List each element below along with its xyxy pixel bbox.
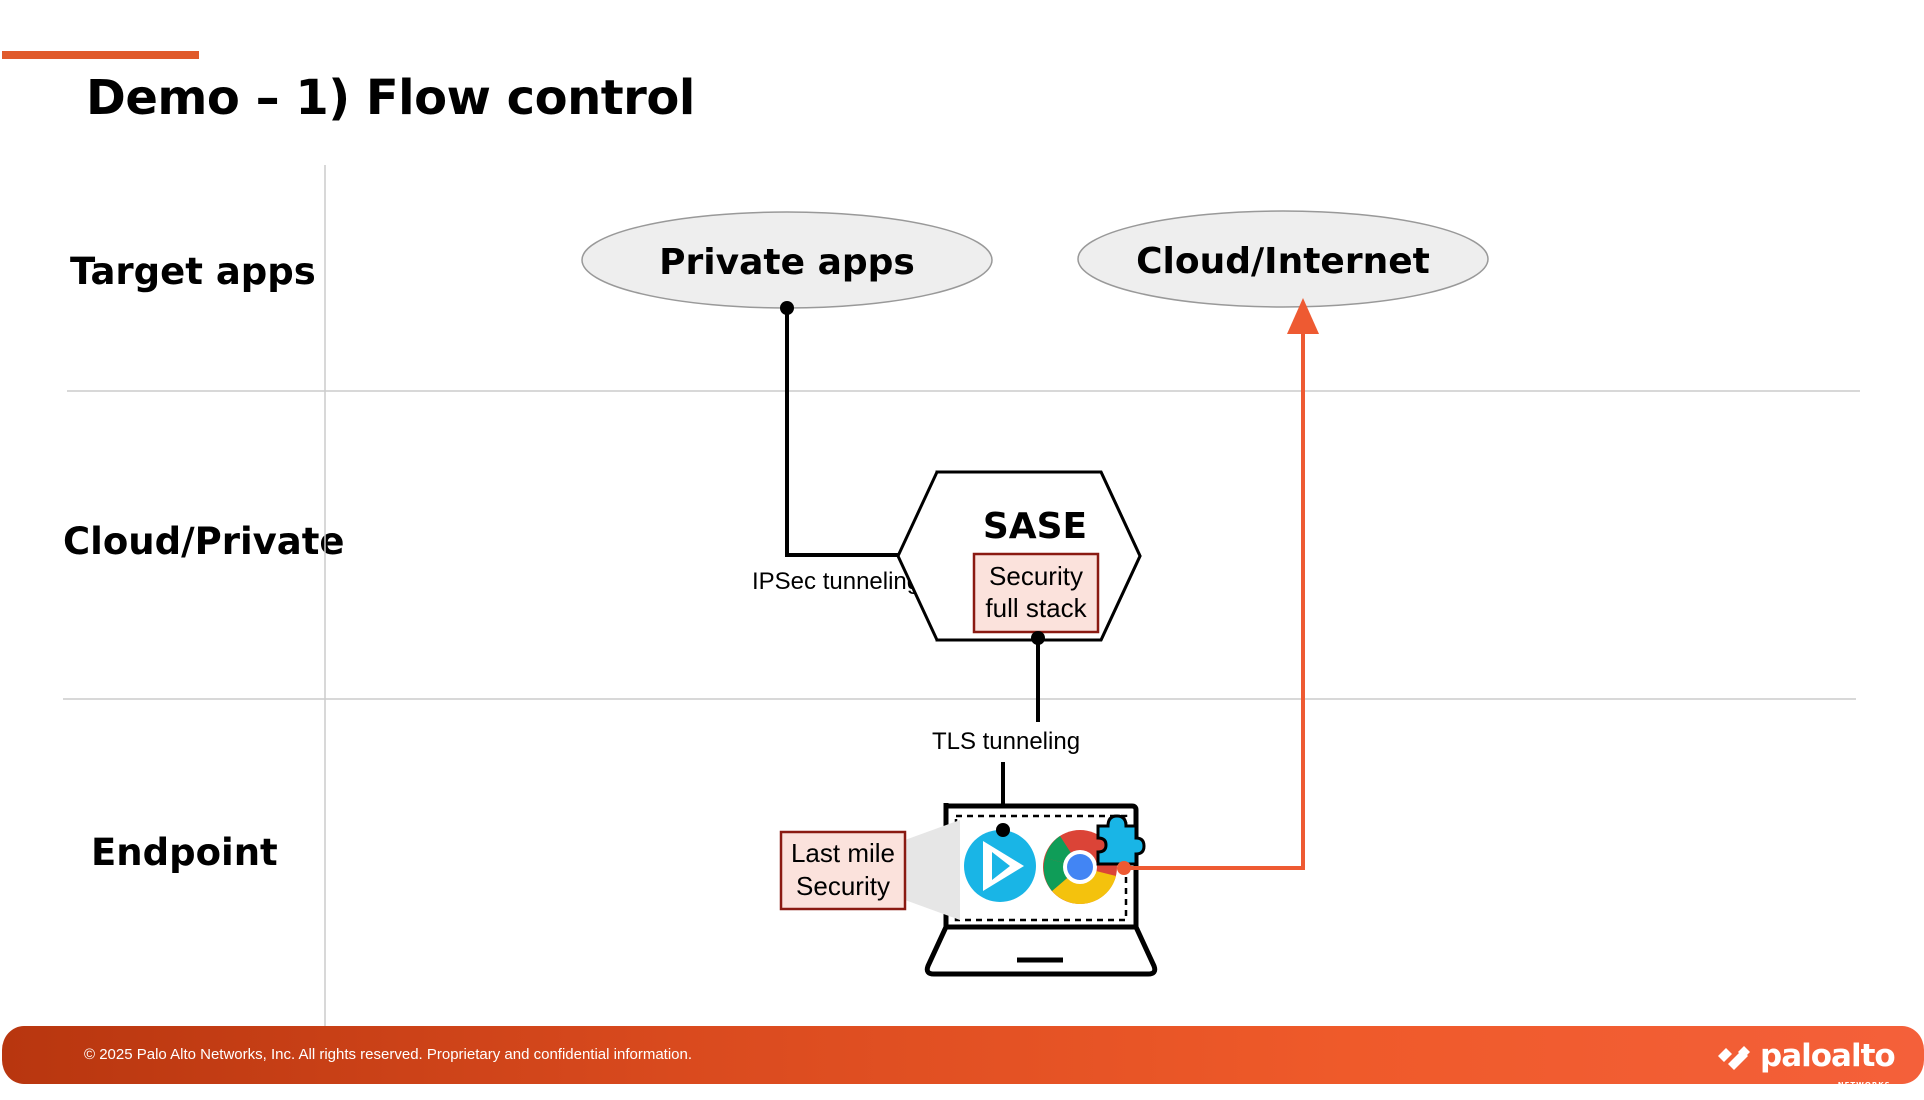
paloalto-logo-icon	[1718, 1046, 1750, 1070]
brand-name: paloalto NETWORKS	[1760, 1038, 1896, 1090]
brand-sub: NETWORKS	[1837, 1081, 1891, 1089]
row-label-endpoint: Endpoint	[91, 831, 278, 874]
last-mile-line1: Last mile	[791, 838, 895, 868]
security-full-stack-box	[972, 552, 1100, 634]
ipsec-label: IPSec tunneling	[752, 568, 920, 595]
last-mile-security-box: Last mile Security	[779, 830, 907, 911]
connector-dot	[1031, 631, 1045, 645]
private-apps-label: Private apps	[659, 242, 915, 283]
row-label-cloud-private: Cloud/Private	[63, 520, 345, 563]
browser-extension-icon	[1096, 814, 1146, 866]
last-mile-line2: Security	[796, 871, 890, 901]
security-full-stack-line2: full stack	[985, 593, 1087, 623]
cloud-internet-node: Cloud/Internet	[1077, 210, 1489, 308]
sase-node: SASE Security full stack	[896, 470, 1142, 642]
tls-label: TLS tunneling	[932, 728, 1080, 755]
brand-name-text: paloalto	[1760, 1038, 1896, 1074]
row-label-target-apps: Target apps	[70, 250, 316, 293]
footer-bar	[2, 1026, 1924, 1084]
connector-dot	[780, 301, 794, 315]
sase-title: SASE	[983, 506, 1087, 547]
security-full-stack-line1: Security	[989, 561, 1083, 591]
ipsec-connector	[785, 308, 933, 557]
footer-copyright: © 2025 Palo Alto Networks, Inc. All righ…	[84, 1046, 693, 1063]
slide-title: Demo – 1) Flow control	[86, 70, 695, 126]
private-apps-node: Private apps	[581, 211, 993, 309]
prisma-access-agent-icon	[964, 830, 1036, 902]
chrome-icon	[1043, 830, 1117, 904]
flow-origin-dot	[1117, 861, 1131, 875]
cloud-internet-label: Cloud/Internet	[1136, 241, 1430, 282]
connector-dot	[996, 823, 1010, 837]
paloalto-logo: paloalto NETWORKS	[1716, 1036, 1896, 1090]
highlight-wedge	[905, 820, 960, 920]
title-accent-bar	[2, 51, 199, 59]
direct-internet-flow-arrow	[1124, 298, 1319, 870]
